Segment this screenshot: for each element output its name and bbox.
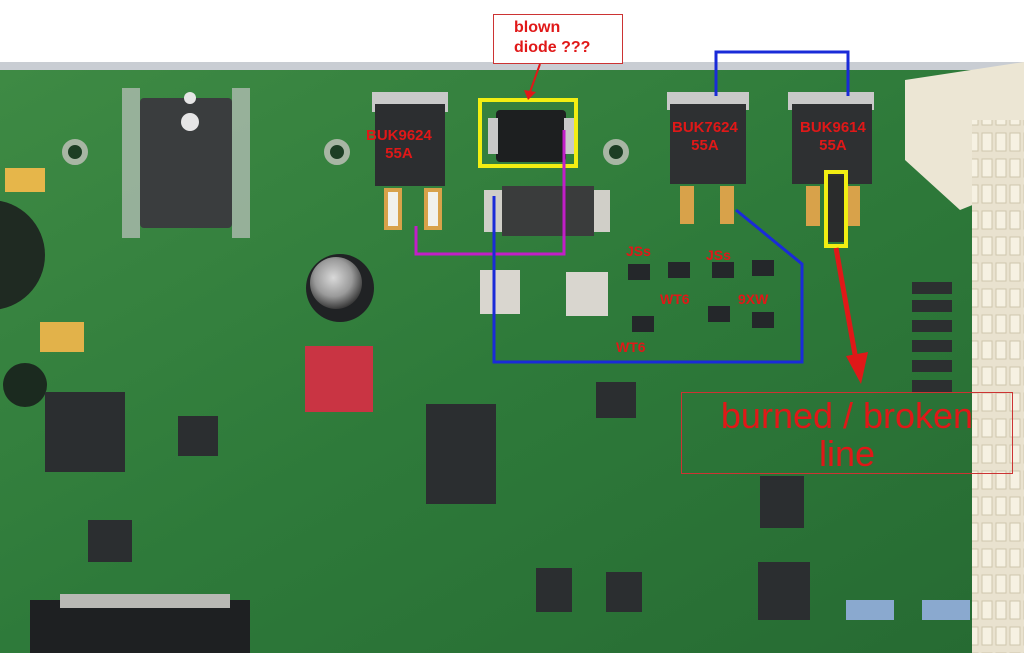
- pad-right: [566, 272, 608, 316]
- right-resistors: [912, 282, 952, 392]
- mosfet-label-2: BUK7624 55A: [672, 120, 738, 153]
- mosfet-2: [667, 92, 749, 224]
- shunt-resistor: [484, 186, 610, 236]
- blue-trace: [492, 196, 804, 364]
- callout-blown-diode: blown diode ???: [493, 14, 623, 64]
- label-jss-1: JSs: [626, 243, 651, 259]
- dark-component-bottom-left: [3, 363, 47, 407]
- label-wt6-2: WT6: [616, 339, 646, 355]
- arrow-diode-line: [529, 63, 541, 93]
- callout-burned-line: burned / broken line: [681, 392, 1013, 474]
- mosfet-2-rating: 55A: [691, 137, 719, 154]
- arrow-diode-head: [524, 90, 536, 100]
- tantalum-cap-top: [5, 168, 45, 192]
- tantalum-cap-mid: [40, 322, 84, 352]
- pad-left: [480, 270, 520, 314]
- bottom-ics: [30, 382, 810, 653]
- mosfet-1: [372, 92, 448, 230]
- arrow-burned-head: [846, 352, 868, 384]
- mosfet-3-rating: 55A: [819, 137, 847, 154]
- label-wt6-1: WT6: [660, 291, 690, 307]
- label-jss-2: JSs: [706, 247, 731, 263]
- blue-resistor-2: [922, 600, 970, 620]
- mosfet-1-part: BUK9624: [366, 127, 432, 144]
- electrolytic-capacitor: [306, 254, 374, 322]
- callout-blown-line2: diode ???: [514, 39, 591, 56]
- highlight-box-broken-line: [824, 170, 848, 248]
- dark-component-left: [0, 200, 45, 310]
- red-component: [305, 346, 373, 412]
- magenta-trace: [414, 130, 566, 256]
- diode-component: [488, 110, 574, 162]
- ic-top-left: [122, 88, 250, 238]
- blue-link: [714, 50, 850, 96]
- callout-burned-line1: burned / broken: [720, 395, 974, 436]
- callout-burned-line2: line: [818, 432, 876, 474]
- mosfet-label-1: BUK9624 55A: [366, 128, 432, 161]
- mounting-holes: [62, 139, 629, 165]
- mosfet-3-part: BUK9614: [800, 119, 866, 136]
- sot-parts: [628, 260, 774, 332]
- blue-resistor-1: [846, 600, 894, 620]
- ribbon-connector: [60, 594, 230, 608]
- mosfet-2-part: BUK7624: [672, 119, 738, 136]
- arrow-burned-line: [833, 247, 859, 361]
- callout-blown-line1: blown: [514, 19, 561, 36]
- mosfet-label-3: BUK9614 55A: [800, 120, 866, 153]
- mosfet-1-rating: 55A: [385, 145, 413, 162]
- connector-right: [905, 62, 1024, 653]
- label-9xw: 9XW: [738, 291, 769, 307]
